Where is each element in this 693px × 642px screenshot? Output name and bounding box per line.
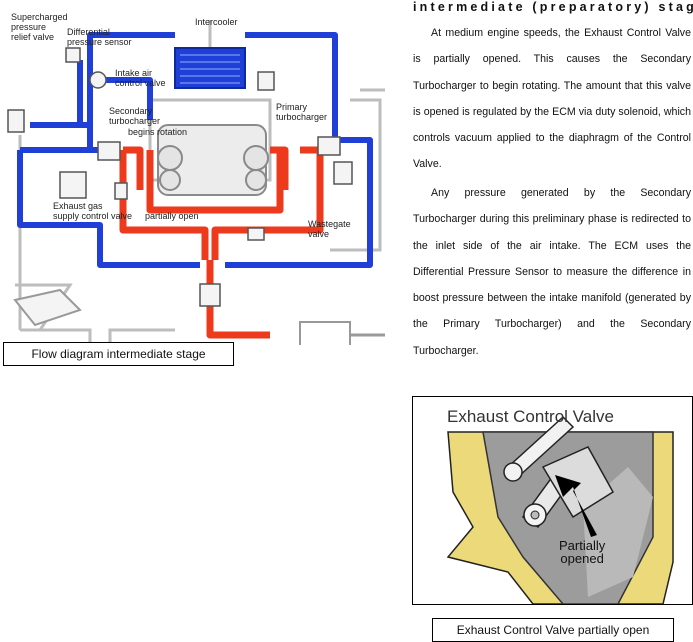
paragraph-2: Any pressure generated by the Secondary … xyxy=(413,187,691,357)
diagram-caption: Flow diagram intermediate stage xyxy=(3,342,234,366)
label-intake-air-control: Intake air control valve xyxy=(115,68,166,88)
differential-sensor-icon xyxy=(65,47,81,63)
primary-turbo-icon xyxy=(317,136,341,156)
label-begins-rotation: begins rotation xyxy=(128,127,188,137)
label-intercooler: Intercooler xyxy=(195,17,238,27)
air-filter-icon xyxy=(13,288,82,327)
flow-arrow-icon xyxy=(555,475,597,537)
paragraph-1: At medium engine speeds, the Exhaust Con… xyxy=(413,27,691,171)
intake-air-control-valve-icon xyxy=(89,71,107,89)
label-secondary-turbo: Secondary turbocharger xyxy=(109,106,161,126)
wastegate-valve-icon xyxy=(247,227,265,241)
relief-valve-icon xyxy=(7,109,25,133)
label-primary-turbo: Primary turbocharger xyxy=(276,102,328,122)
flow-diagram: Supercharged pressure relief valve Diffe… xyxy=(0,0,385,349)
section-heading: intermediate (preparatory) stage xyxy=(413,0,693,14)
exhaust-control-valve-icon xyxy=(114,182,128,200)
intake-valve-icon xyxy=(257,71,275,91)
label-differential-sensor: Differential pressure sensor xyxy=(67,27,132,47)
exhaust-control-valve-figure: Exhaust Control Valve Partially opened xyxy=(412,396,693,605)
exhaust-gas-supply-valve-icon xyxy=(59,171,87,199)
wastegate-actuator-icon xyxy=(333,161,353,185)
valve-caption: Exhaust Control Valve partially open xyxy=(432,618,674,642)
intercooler-core xyxy=(174,47,246,89)
label-wastegate: Wastegate valve xyxy=(308,219,351,239)
flow-diagram-graphic xyxy=(7,20,385,349)
label-exhaust-gas-supply: Exhaust gas supply control valve xyxy=(53,201,133,221)
valve-figure-title: Exhaust Control Valve xyxy=(447,407,614,426)
secondary-turbo-icon xyxy=(97,141,121,161)
label-partially-open: partially open xyxy=(145,211,199,221)
valve-illustration xyxy=(446,415,674,605)
valve-figure-label: Partially opened xyxy=(559,538,606,566)
label-supercharged-relief: Supercharged pressure relief valve xyxy=(11,12,68,42)
catalytic-converter-icon xyxy=(199,283,221,307)
